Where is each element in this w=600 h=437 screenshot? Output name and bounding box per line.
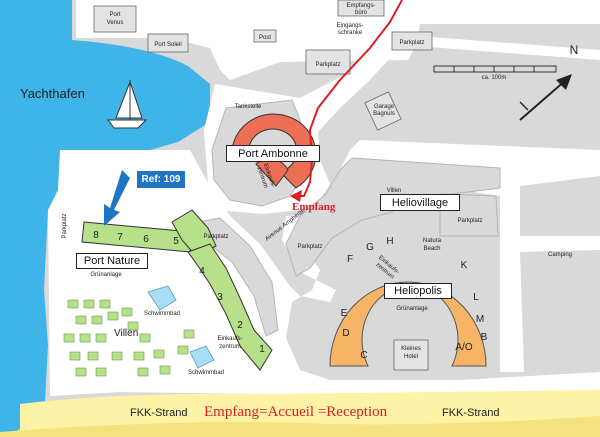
einkaufszentrum-pn-label-2: zentrum — [219, 344, 241, 350]
ref-arrow — [104, 170, 130, 226]
parkplatz-label-top-right: Parkplatz — [399, 40, 424, 46]
port-nature-box: Port Nature — [76, 253, 148, 269]
ref-badge: Ref: 109 — [137, 171, 185, 188]
port-nature-segments: 8 7 6 5 4 3 2 1 — [93, 230, 265, 355]
segment-c: C — [360, 350, 367, 361]
parkplatz-label-right: Parkplatz — [457, 218, 482, 224]
beach-area — [20, 378, 600, 437]
port-venus-label-2: Venus — [107, 20, 124, 26]
gruenanlage-pn-label: Grünanlage — [90, 272, 122, 278]
fkk-strand-left: FKK-Strand — [130, 407, 187, 419]
segment-7: 7 — [117, 232, 123, 243]
port-nature-label: Port Nature — [83, 255, 141, 267]
einkaufszentrum-pn-label-1: Einkaufs- — [217, 336, 242, 342]
north-label: N — [570, 43, 579, 57]
port-soleil-label: Port Soleil — [154, 42, 181, 48]
parkplatz-label-top: Parkplatz — [315, 62, 340, 68]
segment-h: H — [386, 236, 393, 247]
route-arrow-head — [290, 190, 302, 202]
kleines-hotel-label-1: Kleines — [401, 346, 421, 352]
parkplatz-vertical-label: Parkplatz — [62, 213, 68, 238]
segment-g: G — [366, 242, 374, 253]
garage-label-2: Bagnuls — [373, 111, 395, 117]
parkplatz-label-left: Parkplatz — [203, 234, 228, 240]
bottom-caption: Empfang=Accueil =Reception — [204, 404, 388, 420]
port-nature-building — [81, 209, 273, 371]
villen-label-small: Villen — [387, 188, 402, 194]
segment-k: K — [461, 260, 468, 271]
swimming-pools — [147, 285, 215, 369]
kleines-hotel-label-2: Hotel — [404, 354, 418, 360]
villa-squares — [63, 299, 195, 377]
eingangsschranke-label-1: Eingangs- — [336, 23, 363, 29]
segment-8: 8 — [93, 230, 99, 241]
port-venus-label-1: Port — [109, 12, 120, 18]
segment-m: M — [476, 314, 484, 325]
natura-beach-label-2: Beach — [423, 246, 440, 252]
north-arrow — [519, 74, 572, 121]
empfang-label: Empfang — [292, 201, 336, 213]
port-ambonne-box: Port Ambonne — [226, 145, 320, 162]
beach-edge — [0, 416, 600, 437]
eingangsschranke-label-2: schranke — [338, 30, 363, 36]
gruenanlage-helio-label: Grünanlage — [396, 306, 428, 312]
segment-b: B — [481, 332, 488, 343]
segment-ao: A/O — [455, 342, 472, 353]
heliopolis-ring — [329, 281, 487, 367]
small-buildings — [93, 0, 433, 371]
yachthafen-label: Yachthafen — [20, 86, 85, 101]
water-area — [0, 0, 210, 437]
reception-route — [296, 0, 403, 197]
segment-2: 2 — [237, 320, 243, 331]
empfangsburo-label-2: büro — [355, 10, 368, 16]
heliovillage-label: Heliovillage — [391, 196, 449, 209]
schwimmbad-label-2: Schwimmbad — [188, 370, 224, 376]
segment-l: L — [473, 292, 479, 303]
segment-d: D — [342, 328, 349, 339]
segment-3: 3 — [217, 292, 223, 303]
heliopolis-segments: C D E F G H K L M A/O B — [341, 236, 488, 361]
scale-label: ca. 100m — [482, 75, 507, 81]
segment-5: 5 — [173, 236, 179, 247]
natura-beach-label-1: Natura — [423, 238, 442, 244]
parkplatz-label-mid: Parkplatz — [297, 244, 322, 250]
ref-label: Ref: 109 — [141, 174, 181, 185]
segment-1: 1 — [259, 344, 265, 355]
port-ambonne-label: Port Ambonne — [238, 147, 308, 160]
garage-label-1: Garage — [374, 104, 395, 110]
empfangsburo-label-1: Empfangs- — [346, 3, 375, 9]
scale-bar — [433, 65, 557, 73]
port-ambonne-ring — [231, 113, 317, 189]
segment-e: E — [341, 308, 348, 319]
villen-label: Villen — [114, 328, 138, 339]
segment-f: F — [347, 254, 353, 265]
heliopolis-label: Heliopolis — [394, 285, 442, 297]
segment-4: 4 — [199, 266, 205, 277]
schwimmbad-label-1: Schwimmbad — [144, 311, 180, 317]
segment-6: 6 — [143, 234, 149, 245]
camping-label: Camping — [548, 252, 572, 258]
heliovillage-box: Heliovillage — [380, 194, 460, 211]
post-label: Post — [259, 35, 271, 41]
sailboat — [107, 80, 148, 129]
heliopolis-box: Heliopolis — [384, 283, 452, 299]
fkk-strand-right: FKK-Strand — [442, 407, 499, 419]
tankstelle-label: Tankstelle — [235, 104, 262, 110]
